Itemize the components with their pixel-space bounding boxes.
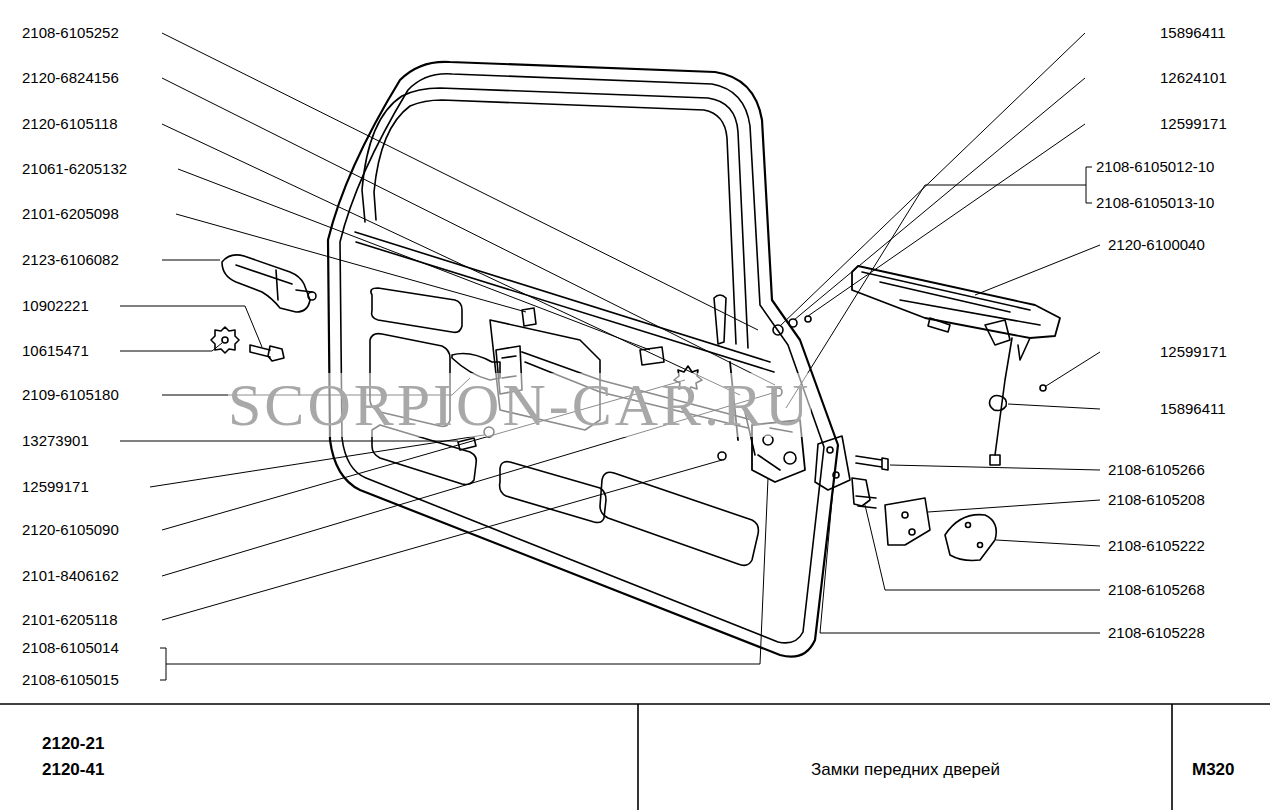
part-number: 10615471 (22, 342, 89, 360)
part-number: 21061-6205132 (22, 160, 127, 178)
part-number: 2108-6105012-10 (1096, 158, 1214, 176)
part-number: 12624101 (1160, 69, 1227, 87)
part-number: 2101-6205118 (22, 611, 118, 629)
part-number: 2108-6105014 (22, 639, 119, 657)
part-number: 2108-6105268 (1108, 581, 1205, 599)
part-number: 2120-6824156 (22, 69, 119, 87)
part-number: 2120-6100040 (1108, 236, 1205, 254)
model-code: М320 (1192, 760, 1235, 780)
watermark: SCORPION-CAR.RU (228, 373, 811, 437)
model-code: 2120-21 (42, 734, 104, 754)
part-number: 15896411 (1160, 400, 1226, 418)
part-number: 15896411 (1160, 24, 1226, 42)
part-number: 2108-6105252 (22, 24, 119, 42)
model-code: 2120-41 (42, 760, 104, 780)
part-number: 10902221 (22, 297, 89, 315)
part-number: 2108-6105222 (1108, 537, 1205, 555)
part-number: 2120-6105090 (22, 521, 119, 539)
part-number: 2123-6106082 (22, 251, 119, 269)
part-number: 2120-6105118 (22, 115, 118, 133)
part-number: 2109-6105180 (22, 386, 119, 404)
part-number: 2101-6205098 (22, 205, 119, 223)
part-number: 2108-6105208 (1108, 491, 1205, 509)
part-number: 2108-6105266 (1108, 461, 1205, 479)
part-number: 2108-6105013-10 (1096, 194, 1214, 212)
part-number: 12599171 (22, 478, 89, 496)
part-number: 2101-8406162 (22, 567, 119, 585)
part-number: 12599171 (1160, 115, 1227, 133)
sheet-title: Замки передних дверей (811, 760, 1000, 780)
part-number: 2108-6105228 (1108, 624, 1205, 642)
part-number: 2108-6105015 (22, 671, 119, 689)
part-number: 12599171 (1160, 343, 1227, 361)
part-number: 13273901 (22, 432, 89, 450)
